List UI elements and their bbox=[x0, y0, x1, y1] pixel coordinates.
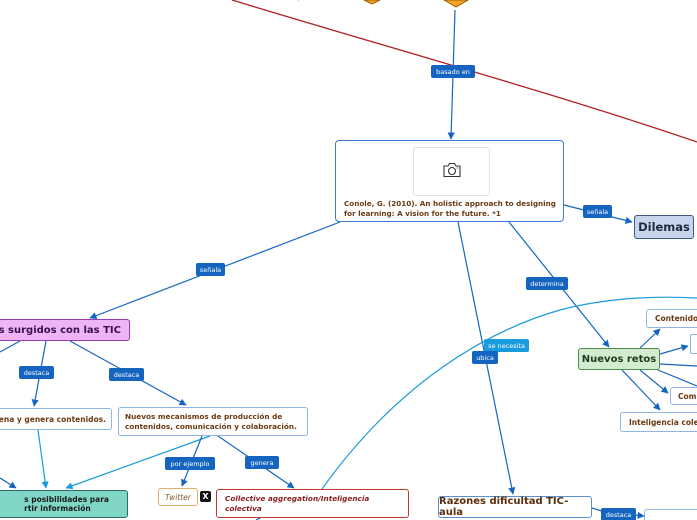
label-basado-en[interactable]: basado en bbox=[431, 65, 475, 78]
node-twitter[interactable]: Twitter bbox=[158, 488, 198, 506]
label-determina[interactable]: determina bbox=[526, 277, 568, 290]
central-node-text: Conole, G. (2010). An holistic approach … bbox=[344, 199, 556, 218]
central-node-conole[interactable]: Conole, G. (2010). An holistic approach … bbox=[335, 140, 564, 222]
node-razones-child[interactable] bbox=[644, 509, 697, 520]
label-destaca-left[interactable]: destaca bbox=[19, 366, 54, 379]
node-nuevos-retos[interactable]: Nuevos retos bbox=[578, 348, 660, 370]
node-nuevas-posibilidades[interactable]: s posibilidades para rtir información bbox=[0, 490, 128, 518]
label-ubica[interactable]: ubica bbox=[472, 351, 498, 364]
label-senala-right[interactable]: señala bbox=[583, 205, 612, 218]
label-senala-left[interactable]: señala bbox=[196, 263, 225, 276]
top-node-right-tip bbox=[443, 0, 469, 8]
camera-icon bbox=[442, 162, 462, 182]
node-contenido[interactable]: Contenido bbox=[646, 309, 697, 328]
node-dilemas[interactable]: Dilemas bbox=[634, 215, 694, 239]
node-inteligencia-colectiva[interactable]: Inteligencia colec bbox=[620, 412, 697, 432]
x-logo-icon: X bbox=[200, 491, 211, 502]
node-comp[interactable]: Comp bbox=[670, 387, 697, 405]
node-razones-dificultad[interactable]: Razones dificultad TIC-aula bbox=[438, 496, 592, 518]
label-genera[interactable]: genera bbox=[245, 456, 279, 469]
node-almacena-contenidos[interactable]: almacena y genera contenidos. bbox=[0, 408, 112, 430]
image-placeholder bbox=[413, 147, 490, 196]
node-nuevas-posibilidades-text: s posibilidades para rtir información bbox=[24, 495, 109, 513]
node-collective-aggregation[interactable]: Collective aggregation/Inteligencia cole… bbox=[216, 489, 409, 518]
label-destaca-bottom[interactable]: destaca bbox=[601, 508, 636, 520]
node-offscreen-item[interactable] bbox=[690, 334, 697, 354]
top-node-left-tip bbox=[363, 0, 381, 5]
label-por-ejemplo[interactable]: por ejemplo bbox=[165, 457, 215, 470]
node-cambios-tic[interactable]: pios surgidos con las TIC bbox=[0, 319, 130, 341]
node-nuevos-mecanismos[interactable]: Nuevos mecanismos de producción de conte… bbox=[118, 407, 308, 436]
label-destaca-mid[interactable]: destaca bbox=[109, 368, 144, 381]
label-se-necesita[interactable]: se necesita bbox=[484, 339, 529, 352]
